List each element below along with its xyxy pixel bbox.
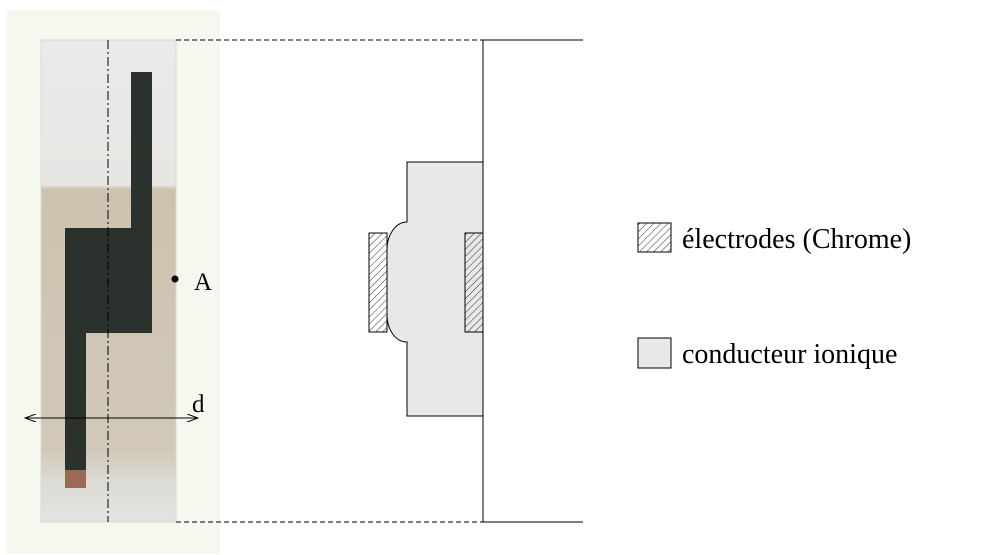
legend-electrodes-label: électrodes (Chrome) [682,224,911,255]
legend: électrodes (Chrome) conducteur ionique [637,222,911,370]
copper-tip [65,470,86,488]
electrode-right [464,232,484,333]
sample-photo [6,10,220,554]
electrode-left [368,232,388,333]
point-a-label: A [194,269,212,296]
legend-ionic-conductor-swatch [637,337,672,369]
cross-section [368,39,583,523]
legend-ionic-conductor-label: conducteur ionique [682,339,897,370]
distance-d-label: d [192,391,205,418]
legend-electrodes-swatch [637,222,672,253]
point-a-marker [171,275,179,283]
chrome-electrode-trace [65,72,152,470]
